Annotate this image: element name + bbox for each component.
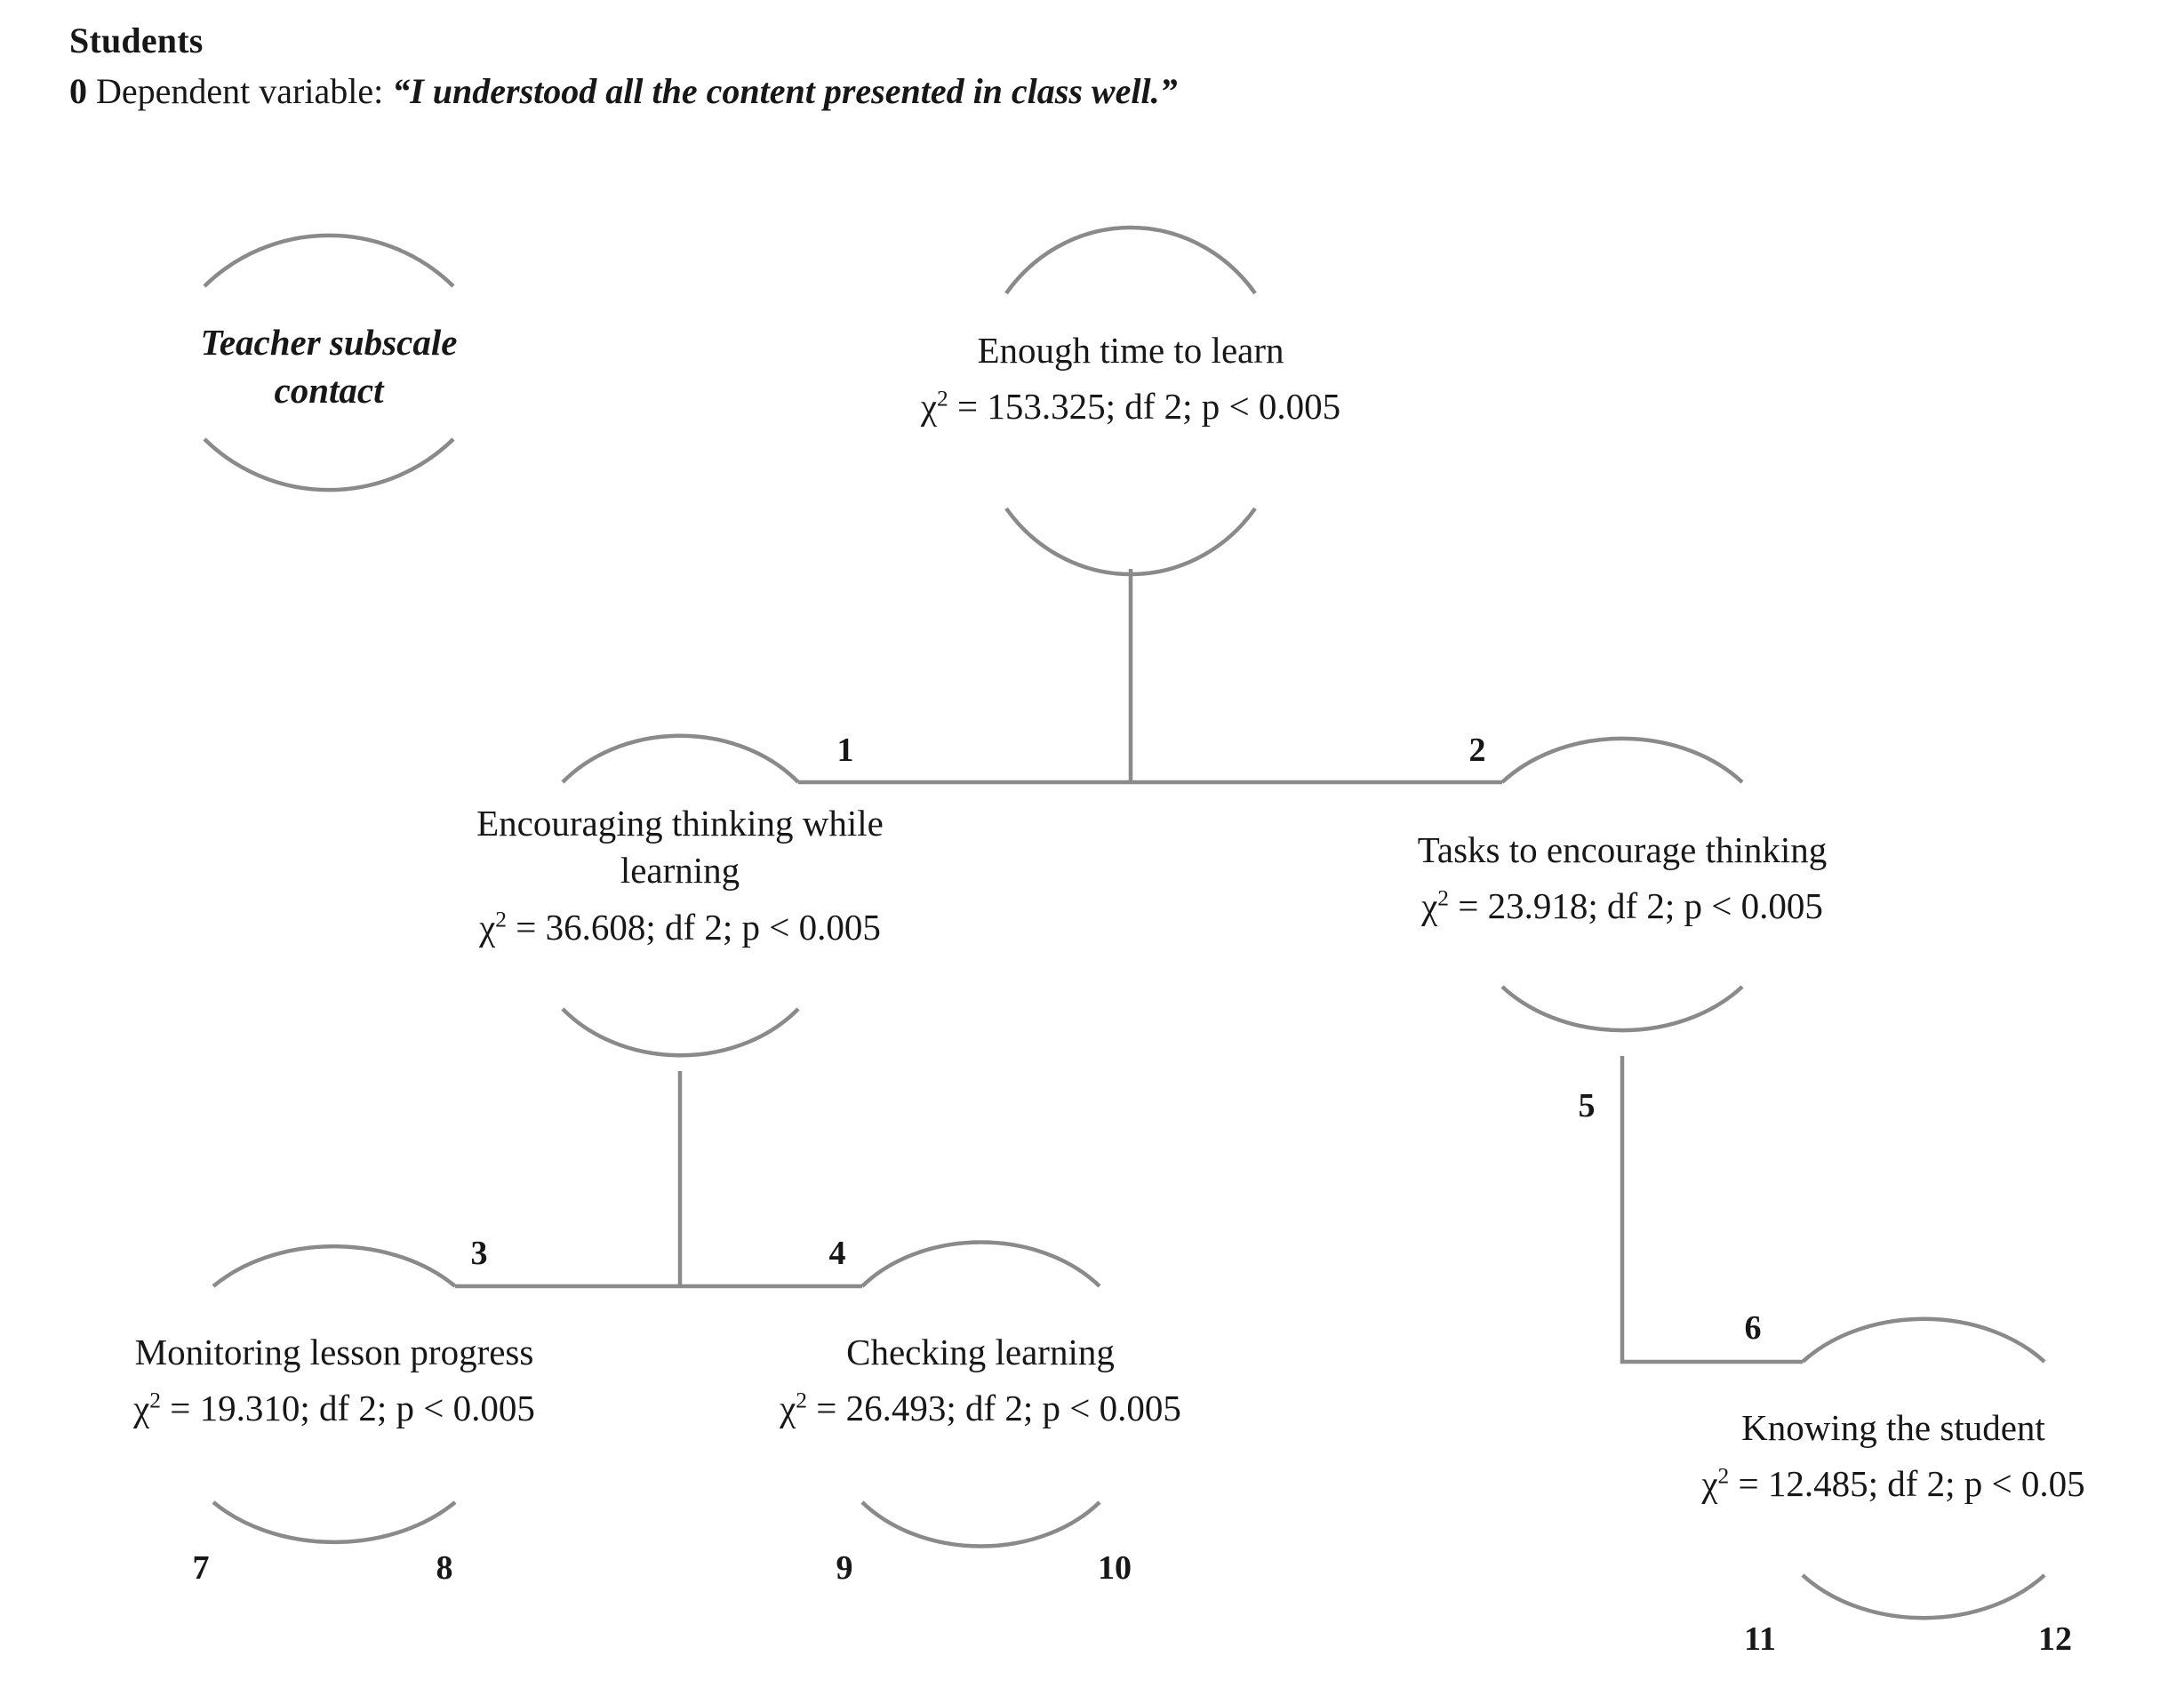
node-statistic: χ2 = 19.310; df 2; p < 0.005 [0, 1385, 668, 1432]
chi-symbol: χ [1701, 1463, 1718, 1505]
branch-number-11: 11 [1744, 1620, 1776, 1658]
node-monitoring-lesson-progress[interactable]: Monitoring lesson progress χ2 = 19.310; … [0, 1329, 668, 1433]
checking-arc-bottom [860, 1500, 1101, 1548]
branch-number-9: 9 [836, 1549, 853, 1587]
checking-arc-top [860, 1240, 1101, 1288]
chi-exponent: 2 [796, 1388, 807, 1413]
chi-exponent: 2 [937, 386, 948, 412]
statistic-text: = 19.310; df 2; p < 0.005 [160, 1388, 535, 1429]
chi-symbol: χ [133, 1388, 150, 1429]
figure-header: Students 0 Dependent variable: “I unders… [69, 16, 1178, 117]
node-statistic: χ2 = 12.485; df 2; p < 0.05 [1609, 1460, 2178, 1508]
branch-number-7: 7 [192, 1549, 210, 1587]
branch-number-3: 3 [470, 1235, 488, 1272]
dependent-variable-index: 0 [69, 70, 87, 111]
tasks-arc-bottom [1500, 985, 1744, 1033]
branch-number-8: 8 [436, 1549, 453, 1587]
group-label: Students [69, 20, 204, 60]
node-title: Knowing the student [1741, 1407, 2045, 1448]
node-enough-time-to-learn[interactable]: Enough time to learn χ2 = 153.325; df 2;… [855, 327, 1406, 431]
encouraging-arc-bottom [561, 1007, 800, 1058]
node-title: Checking learning [846, 1332, 1115, 1372]
branch-number-4: 4 [828, 1235, 846, 1272]
encouraging-arc-top [561, 733, 800, 784]
branch-number-10: 10 [1098, 1549, 1132, 1587]
enough-time-arc-top [1004, 225, 1257, 295]
knowing-arc-top [1801, 1316, 2046, 1364]
chi-exponent: 2 [495, 906, 507, 932]
chi-symbol: χ [479, 906, 496, 948]
chi-symbol: χ [1421, 885, 1438, 927]
node-statistic: χ2 = 26.493; df 2; p < 0.005 [674, 1385, 1287, 1432]
branch-number-2: 2 [1468, 732, 1486, 769]
statistic-text: = 23.918; df 2; p < 0.005 [1448, 885, 1823, 927]
node-title-line2: learning [620, 850, 740, 892]
statistic-text: = 26.493; df 2; p < 0.005 [806, 1388, 1181, 1429]
monitoring-arc-bottom [212, 1500, 457, 1545]
node-title: Enough time to learn [977, 330, 1284, 371]
node-title: Monitoring lesson progress [134, 1332, 534, 1372]
chi-exponent: 2 [149, 1388, 161, 1413]
node-title: Tasks to encourage thinking [1417, 829, 1828, 870]
knowing-arc-bottom [1801, 1573, 2046, 1620]
monitoring-arc-top [212, 1244, 457, 1288]
node-title-line1: Teacher subscale [200, 322, 458, 363]
branch-number-5: 5 [1578, 1087, 1596, 1124]
branch-number-6: 6 [1744, 1309, 1762, 1347]
chi-symbol: χ [920, 386, 938, 428]
node-teacher-subscale-contact[interactable]: Teacher subscale contact [147, 318, 511, 414]
dependent-variable-quote: “I understood all the content presented … [392, 70, 1178, 111]
tasks-arc-top [1500, 736, 1744, 784]
node-title-line1: Encouraging thinking while [476, 803, 884, 844]
dependent-variable-line: 0 Dependent variable: “I understood all … [69, 67, 1178, 117]
dependent-variable-label: Dependent variable: [96, 70, 384, 111]
statistic-text: = 36.608; df 2; p < 0.005 [506, 906, 881, 948]
statistic-text: = 12.485; df 2; p < 0.05 [1729, 1463, 2085, 1505]
node-knowing-the-student[interactable]: Knowing the student χ2 = 12.485; df 2; p… [1609, 1404, 2178, 1508]
node-encouraging-thinking-while-learning[interactable]: Encouraging thinking while learning χ2 =… [329, 800, 1031, 951]
node-tasks-to-encourage-thinking[interactable]: Tasks to encourage thinking χ2 = 23.918;… [1289, 827, 1956, 931]
branch-number-1: 1 [836, 732, 854, 769]
root-node-arc-bottom [203, 437, 455, 492]
branch-number-12: 12 [2038, 1620, 2072, 1658]
node-statistic: χ2 = 23.918; df 2; p < 0.005 [1289, 883, 1956, 930]
node-statistic: χ2 = 153.325; df 2; p < 0.005 [855, 383, 1406, 430]
chi-exponent: 2 [1717, 1463, 1730, 1489]
root-node-arc-top [203, 233, 455, 288]
enough-time-arc-bottom [1004, 507, 1257, 577]
chi-exponent: 2 [1437, 885, 1449, 911]
chi-symbol: χ [780, 1388, 796, 1429]
node-checking-learning[interactable]: Checking learning χ2 = 26.493; df 2; p <… [674, 1329, 1287, 1433]
statistic-text: = 153.325; df 2; p < 0.005 [948, 386, 1341, 428]
node-statistic: χ2 = 36.608; df 2; p < 0.005 [329, 904, 1031, 951]
node-title-line2: contact [274, 370, 384, 412]
